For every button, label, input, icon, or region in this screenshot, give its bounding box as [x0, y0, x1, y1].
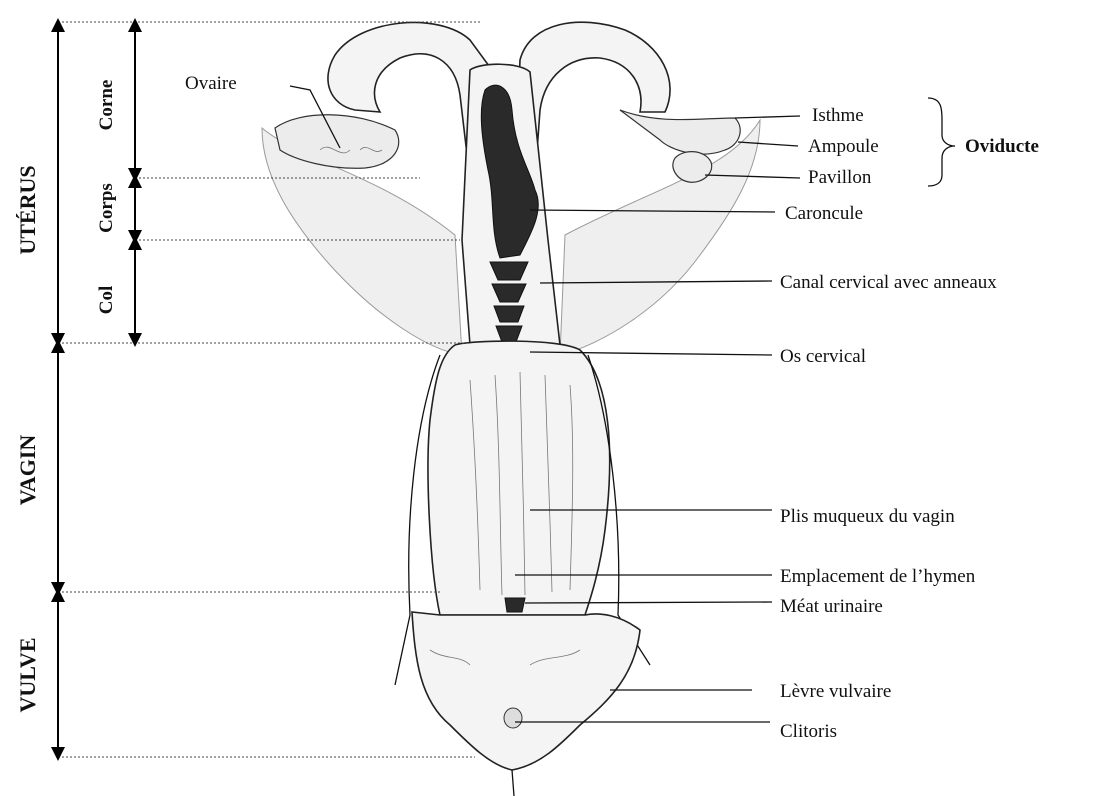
label-body: Corps [96, 183, 117, 233]
label-vagina: VAGIN [15, 435, 40, 506]
label-infundibulum: Pavillon [808, 167, 872, 188]
vagina-body [428, 341, 610, 615]
label-ampulla: Ampoule [808, 136, 879, 157]
label-vulva: VULVE [15, 638, 40, 713]
label-isthmus: Isthme [812, 105, 864, 126]
label-uterus: UTÉRUS [15, 165, 40, 254]
label-clitoris: Clitoris [780, 721, 837, 742]
vulva-shape [412, 612, 640, 770]
urinary-meatus-mark [505, 598, 525, 612]
label-urinary-meatus: Méat urinaire [780, 596, 883, 617]
right-broad-ligament [560, 120, 760, 355]
clitoris-shape [504, 708, 522, 728]
label-oviduct: Oviducte [965, 136, 1039, 157]
label-vaginal-folds: Plis muqueux du vagin [780, 506, 955, 527]
label-ovary: Ovaire [185, 73, 237, 94]
label-cervical-os: Os cervical [780, 346, 866, 367]
right-oviduct-coils [620, 110, 740, 154]
label-caruncle: Caroncule [785, 203, 863, 224]
label-neck: Col [96, 286, 117, 315]
label-hymen-site: Emplacement de l’hymen [780, 566, 976, 587]
oviduct-brace [928, 98, 955, 186]
label-horn: Corne [96, 80, 117, 131]
label-vulvar-lip: Lèvre vulvaire [780, 681, 891, 702]
label-cervical-canal: Canal cervical avec anneaux [780, 272, 997, 293]
right-infundibulum [673, 152, 712, 183]
